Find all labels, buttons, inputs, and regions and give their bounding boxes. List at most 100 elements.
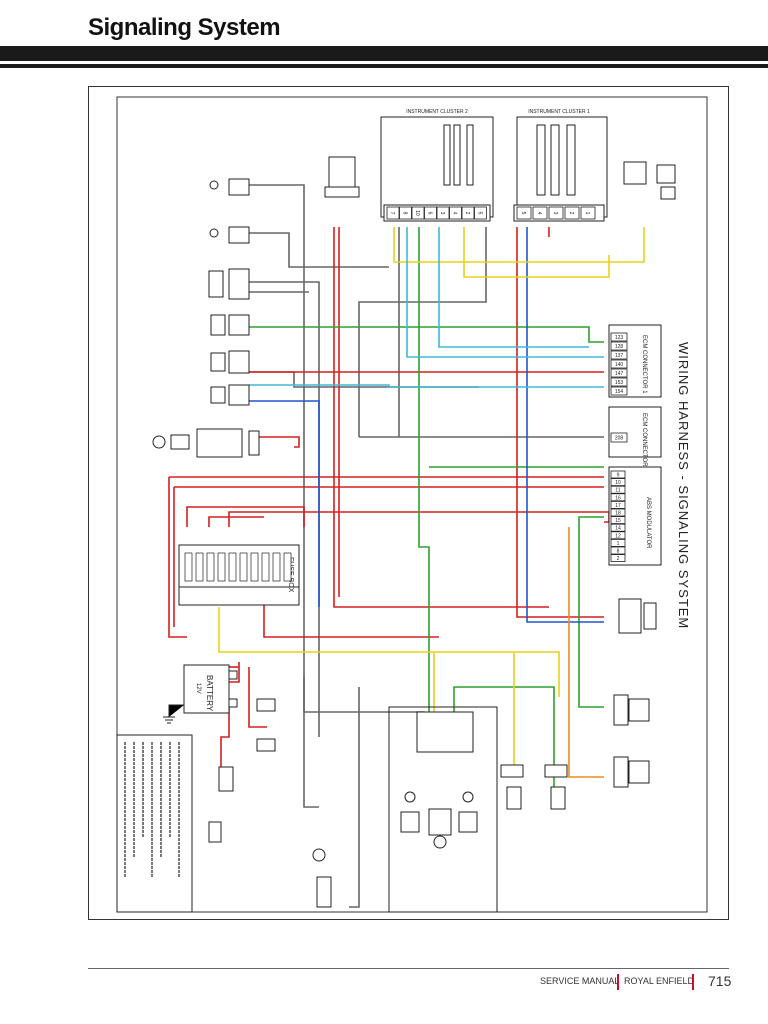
abs-pins-box	[610, 516, 626, 525]
fuse	[239, 552, 248, 582]
cluster1-pins-label: 2	[568, 212, 574, 215]
wire-red-16	[248, 667, 267, 728]
wire-gray-7	[358, 227, 487, 437]
fuse	[272, 552, 281, 582]
wire-red-17	[220, 707, 230, 777]
wire-cyan-1	[406, 227, 604, 358]
ecm2-pins-label: 208	[615, 436, 624, 442]
ecm1-pins-label: 128	[615, 344, 624, 350]
cluster1-pins-box	[532, 206, 548, 220]
abs-pins-label: 2	[617, 556, 620, 562]
diagram-frame: INSTRUMENT CLUSTER 2 INSTRUMENT CLUSTER …	[88, 86, 729, 920]
ecm1-pins-label: 137	[615, 353, 624, 359]
instrument-cluster-1	[513, 116, 608, 222]
fuse	[217, 552, 226, 582]
abs-pins-label: 10	[615, 480, 621, 486]
cluster1-label: INSTRUMENT CLUSTER 1	[528, 109, 590, 115]
page-title: Signaling System	[88, 14, 281, 41]
cluster2-pins-label: 3	[439, 212, 445, 215]
ecm1-pins-label: 123	[615, 335, 624, 341]
wire-cyan-2	[438, 227, 589, 348]
main-diagram-title: WIRING HARNESS - SIGNALING SYSTEM	[676, 342, 691, 629]
fuse	[184, 552, 193, 582]
ecm1-pins-box	[610, 377, 628, 387]
wire-red-14	[263, 597, 439, 638]
ecm1-pins-label: 147	[615, 371, 624, 377]
cluster2-pins-label: 4	[452, 212, 458, 215]
fuse	[261, 552, 270, 582]
wire-yellow-2	[463, 227, 610, 278]
wire-gray-3	[249, 281, 320, 737]
header-rule-thick	[0, 46, 768, 61]
cluster1-pins-label: 5	[520, 212, 526, 215]
cluster1-pins-label: 1	[584, 212, 590, 215]
wire-red-10	[254, 436, 300, 448]
cluster1-pins-box	[580, 206, 596, 220]
abs-pins-box	[610, 470, 626, 479]
abs-pins-label: 11	[615, 488, 620, 494]
ecm-connector-2	[608, 406, 662, 458]
wire-red-11	[186, 506, 305, 527]
wires	[168, 184, 645, 908]
fuse	[195, 552, 204, 582]
cluster2-pins-box	[461, 206, 475, 220]
wire-green-6	[578, 527, 604, 708]
cluster1-pins-label: 4	[536, 212, 542, 215]
wire-red-6	[168, 477, 187, 638]
wire-gray-9	[303, 677, 425, 752]
wire-green-2	[418, 227, 430, 712]
ecm2-pins-box	[610, 432, 628, 443]
footer-manual: SERVICE MANUAL	[540, 976, 620, 986]
abs-pins-box	[610, 500, 626, 509]
wire-orange-1	[568, 527, 604, 778]
footer-rule	[88, 968, 729, 969]
wire-yellow-3	[218, 607, 560, 697]
battery-label: BATTERY	[205, 675, 214, 712]
left-components	[152, 178, 260, 458]
abs-pins-label: 1	[617, 541, 620, 547]
abs-pins-label: 9	[617, 473, 620, 479]
tail-light-box	[388, 706, 498, 913]
abs-pins-label: 18	[615, 511, 621, 517]
ecm1-label: ECM CONNECTOR 1	[641, 335, 647, 394]
ecm1-pins-box	[610, 368, 628, 378]
legend-lines	[124, 742, 180, 877]
cluster2-pins-box	[436, 206, 450, 220]
cluster1-pins-box	[548, 206, 564, 220]
cluster2-pins-label: 6	[427, 212, 433, 215]
fuse-elements	[184, 552, 292, 582]
cluster2-pins-label: 5	[477, 212, 483, 215]
tail-light-parts	[400, 711, 568, 849]
cluster2-pins-box	[474, 206, 487, 220]
abs-pins-box	[610, 538, 626, 547]
fuse	[250, 552, 259, 582]
cluster1-pins-box	[516, 206, 532, 220]
ground-symbol	[163, 704, 184, 724]
abs-pins-label: 16	[615, 495, 621, 501]
footer-divider-1	[617, 974, 619, 990]
cluster2-pins-label: 10	[414, 210, 420, 216]
cluster1-pins-box	[564, 206, 580, 220]
abs-label: ABS MODULATOR	[645, 497, 651, 549]
header-rule-thin	[0, 64, 768, 68]
abs-pins-box	[610, 546, 626, 555]
cluster2-pins-box	[399, 206, 412, 220]
right-components	[613, 598, 657, 788]
cluster1-pins-label: 3	[552, 212, 558, 215]
fuse	[283, 552, 292, 582]
fuse	[228, 552, 237, 582]
wire-red-12	[208, 516, 264, 527]
small-connectors	[208, 698, 332, 908]
cluster2-pins-box	[386, 206, 400, 220]
abs-pins-label: 14	[615, 526, 621, 532]
wire-red-15	[229, 662, 240, 683]
ecm1-pins-box	[610, 350, 628, 360]
abs-pins-box	[610, 523, 626, 532]
ecm1-pins-label: 154	[615, 389, 624, 395]
battery-voltage: 12V	[195, 683, 201, 694]
abs-pins-box	[610, 485, 626, 494]
wire-gray-1	[249, 184, 319, 808]
abs-pins-box	[610, 493, 626, 502]
cluster2-pins-box	[449, 206, 462, 220]
page-number: 715	[708, 973, 732, 989]
